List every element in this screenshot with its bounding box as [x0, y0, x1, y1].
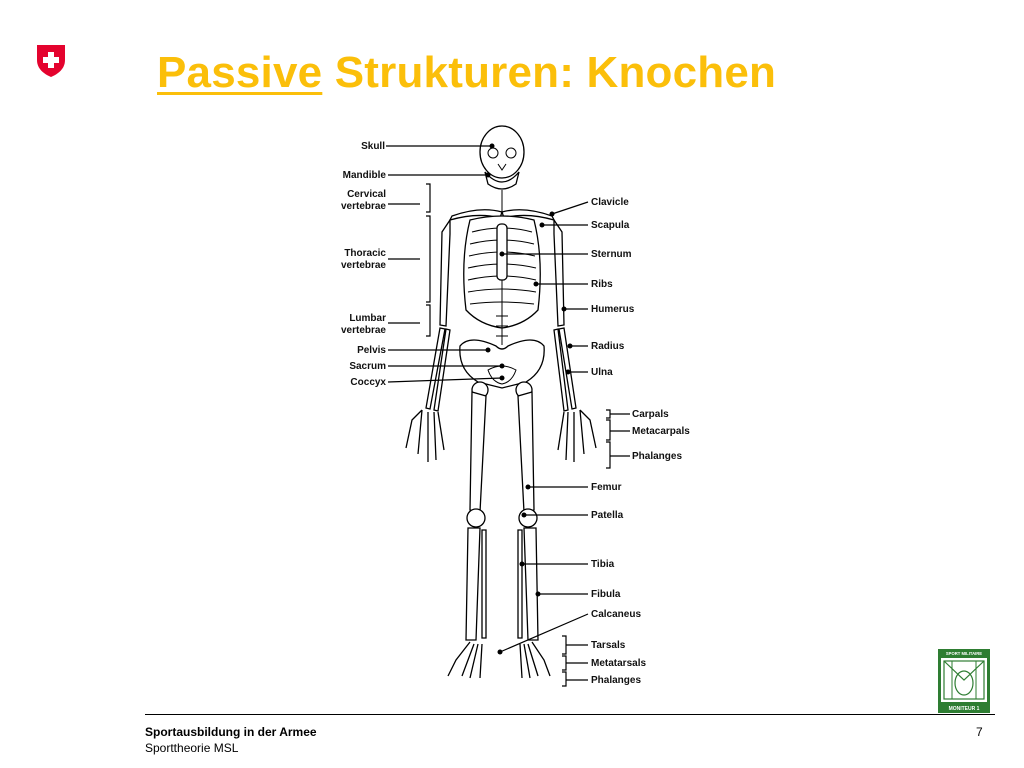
label-mandible: Mandible	[343, 170, 387, 181]
label-patella: Patella	[591, 510, 624, 521]
logo-top-text: SPORT MILITAIRE	[946, 651, 982, 656]
footer-divider	[145, 714, 995, 715]
label-ribs: Ribs	[591, 279, 613, 290]
label-scapula: Scapula	[591, 220, 630, 231]
skeleton-diagram: Skull Mandible Cervical vertebrae Thorac…	[341, 125, 690, 687]
label-clavicle: Clavicle	[591, 197, 629, 208]
label-pelvis: Pelvis	[357, 345, 386, 356]
label-tibia: Tibia	[591, 559, 615, 570]
label-tarsals: Tarsals	[591, 640, 626, 651]
labels-left: Skull Mandible Cervical vertebrae Thorac…	[341, 141, 386, 388]
label-cervical: Cervical	[347, 189, 386, 200]
page-number: 7	[976, 725, 983, 739]
label-thoracic-vertebrae: vertebrae	[341, 260, 386, 271]
logo-bottom-text: MONITEUR 1	[949, 706, 980, 712]
label-phalanges-hand: Phalanges	[632, 451, 682, 462]
label-cervical-vertebrae: vertebrae	[341, 201, 386, 212]
labels-right: Clavicle Scapula Sternum Ribs Humerus Ra…	[591, 197, 690, 686]
label-lumbar: Lumbar	[349, 313, 386, 324]
footer-subtitle: Sporttheorie MSL	[145, 741, 239, 755]
sport-militaire-logo: SPORT MILITAIRE MONITEUR 1	[938, 649, 990, 713]
label-sternum: Sternum	[591, 249, 632, 260]
slide-title-rest: Strukturen: Knochen	[322, 48, 777, 97]
label-thoracic: Thoracic	[344, 248, 386, 259]
label-ulna: Ulna	[591, 367, 613, 378]
label-coccyx: Coccyx	[350, 377, 386, 388]
label-calcaneus: Calcaneus	[591, 609, 641, 620]
slide-title: Passive Strukturen: Knochen	[157, 48, 776, 98]
label-humerus: Humerus	[591, 304, 635, 315]
leader-lines	[386, 143, 630, 687]
label-carpals: Carpals	[632, 409, 669, 420]
swiss-cross-shield-icon	[37, 45, 65, 77]
slide-title-underlined: Passive	[157, 48, 323, 97]
label-radius: Radius	[591, 341, 625, 352]
footer-title: Sportausbildung in der Armee	[145, 725, 317, 739]
label-femur: Femur	[591, 482, 622, 493]
label-skull: Skull	[361, 141, 385, 152]
label-metacarpals: Metacarpals	[632, 426, 690, 437]
label-lumbar-vertebrae: vertebrae	[341, 325, 386, 336]
label-fibula: Fibula	[591, 589, 621, 600]
label-metatarsals: Metatarsals	[591, 658, 646, 669]
label-phalanges-foot: Phalanges	[591, 675, 641, 686]
label-sacrum: Sacrum	[349, 361, 386, 372]
